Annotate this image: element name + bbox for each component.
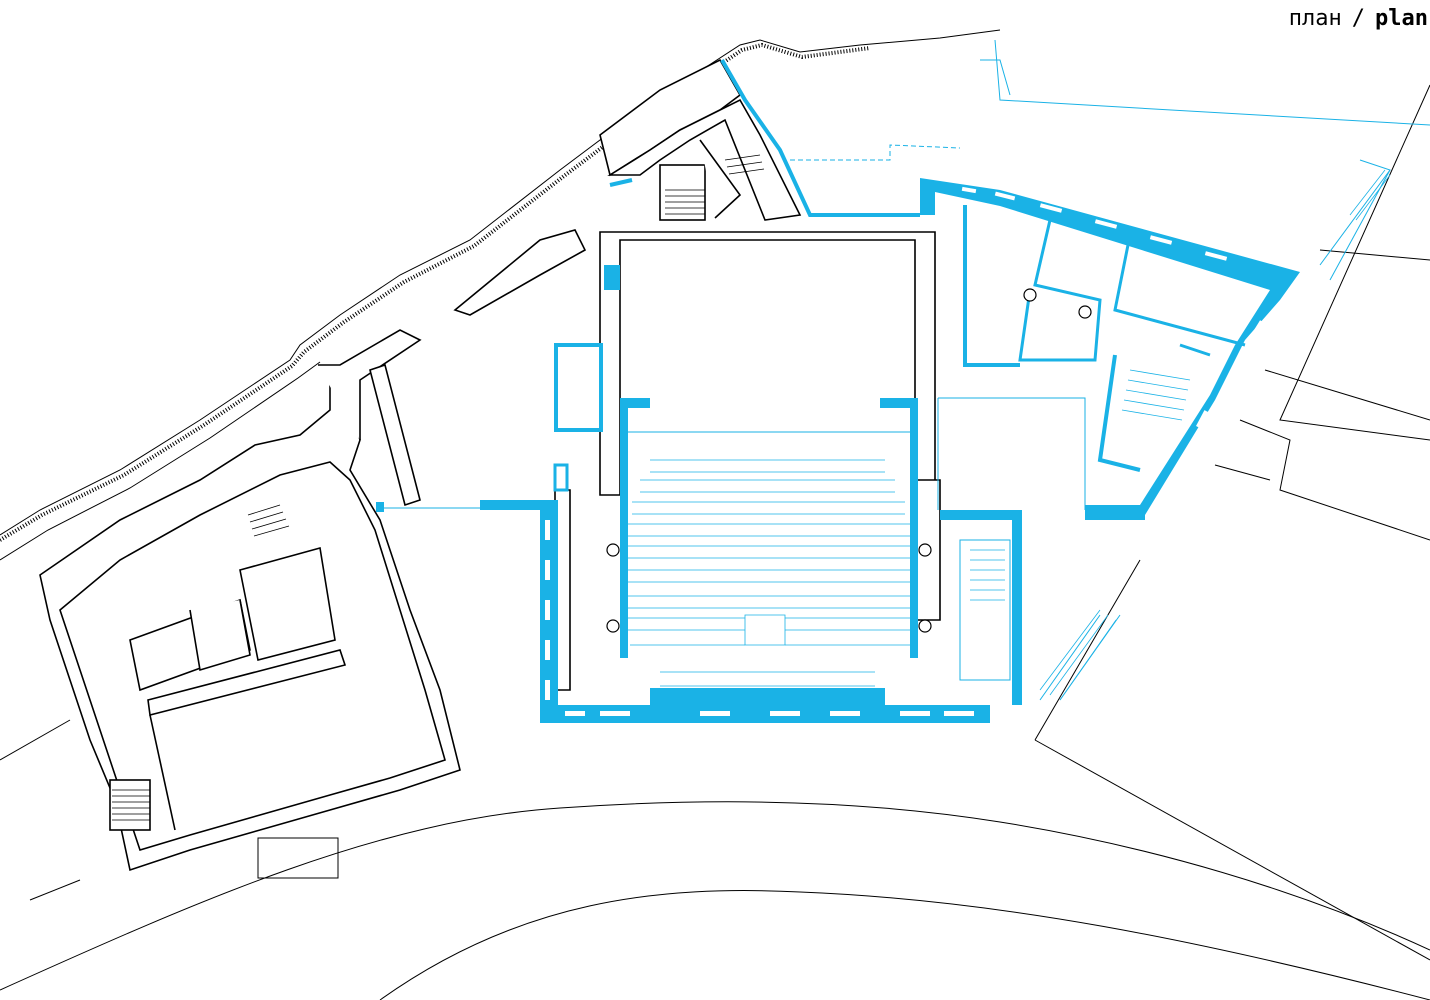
auditorium-seating [628,459,910,687]
site-context-lines [0,29,1430,1000]
plan-title-en: plan [1375,6,1428,31]
window-openings [961,186,1264,488]
plan-title-ru: план [1288,6,1342,31]
new-construction [376,59,1300,723]
new-stairs [970,169,1391,701]
columns [606,288,1092,633]
thin-blue-lines [380,39,1430,701]
plan-title-separator: / [1351,6,1366,31]
plan-title: план / plan [1289,6,1428,31]
existing-building-walls [39,58,802,872]
existing-stairs [112,154,765,821]
cliff-hatching [0,42,871,542]
